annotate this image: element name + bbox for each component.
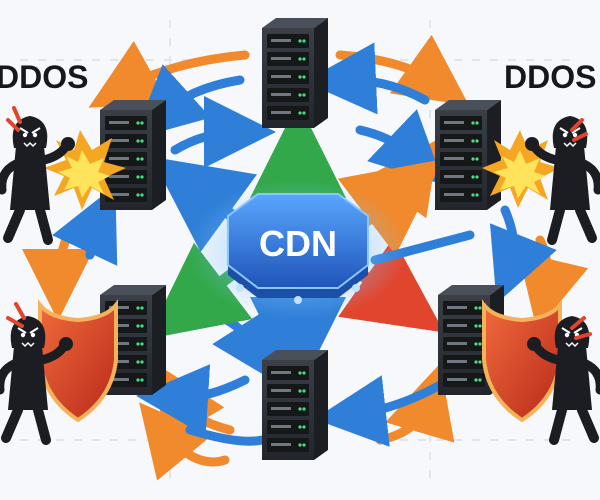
outer-arcs-blue	[52, 42, 557, 447]
ddos-label-left: DDOS	[0, 59, 88, 95]
server-top	[262, 18, 328, 128]
ddos-label-right: DDOS	[504, 59, 596, 95]
cdn-label: CDN	[259, 223, 337, 264]
server-upper-right	[435, 100, 501, 210]
server-bottom	[262, 350, 328, 460]
impact-marks	[6, 106, 592, 340]
explosion-upper-left	[44, 130, 126, 210]
shield-lower-left	[38, 299, 118, 423]
cdn-hub: CDN	[188, 180, 408, 320]
shield-lower-right	[482, 299, 562, 423]
